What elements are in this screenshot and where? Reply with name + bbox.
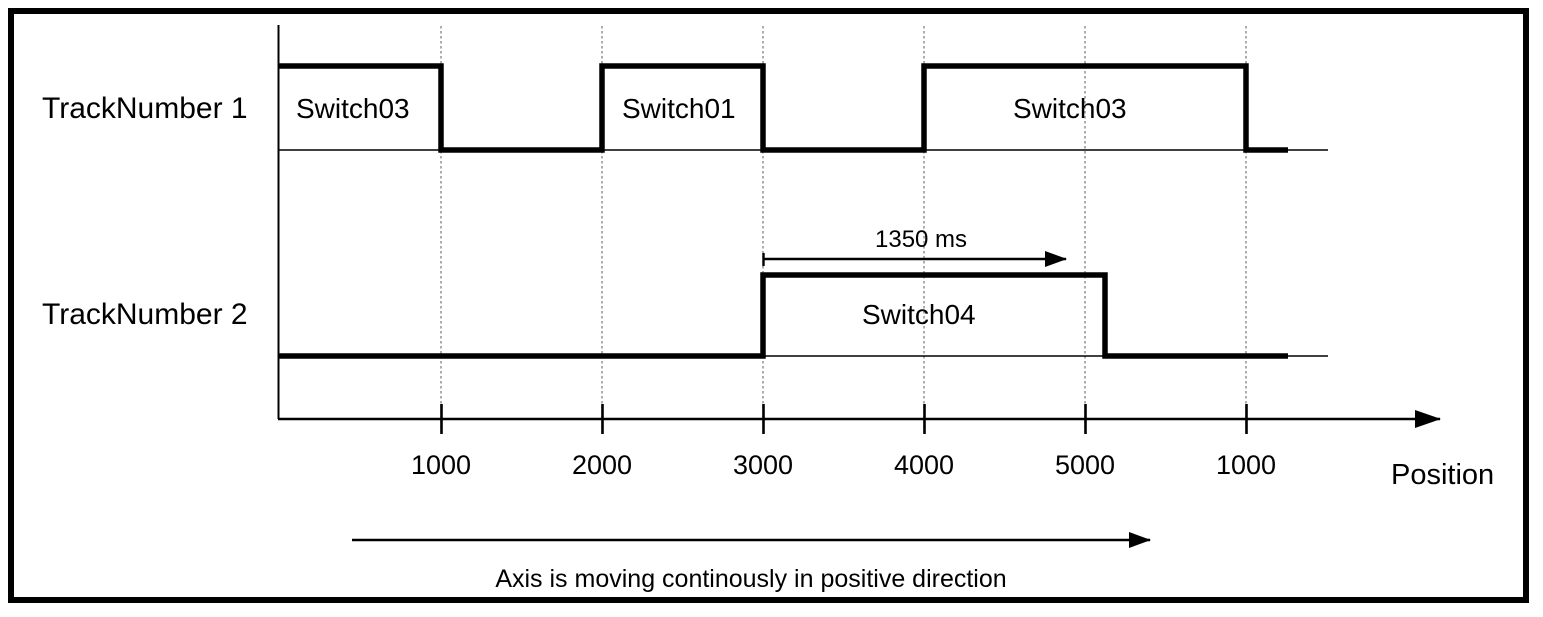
track1-pulse-label-3: Switch03: [1013, 93, 1127, 124]
track-label-1: TrackNumber 1: [42, 92, 248, 125]
figure-border: [8, 8, 1529, 603]
x-tick-label-3000: 3000: [732, 450, 794, 480]
track2-waveform: [278, 272, 1288, 359]
x-tick-label-6000: 1000: [1215, 450, 1277, 480]
figure-caption: Axis is moving continously in positive d…: [495, 565, 1007, 593]
gridlines: [440, 26, 1247, 432]
x-tick-label-2000: 2000: [571, 450, 633, 480]
x-axis-title: Position: [1391, 459, 1495, 491]
track-label-2: TrackNumber 2: [42, 298, 248, 331]
x-tick-label-5000: 5000: [1054, 450, 1116, 480]
track1-pulse-label-1: Switch03: [296, 93, 410, 124]
duration-annotation-label: 1350 ms: [875, 226, 968, 253]
track2-pulse-label-1: Switch04: [862, 299, 976, 330]
x-tick-label-1000: 1000: [410, 450, 472, 480]
track1-waveform: [278, 63, 1288, 153]
x-axis-ticks: [440, 404, 1248, 434]
x-tick-label-4000: 4000: [893, 450, 955, 480]
track1-pulse-label-2: Switch01: [622, 93, 736, 124]
